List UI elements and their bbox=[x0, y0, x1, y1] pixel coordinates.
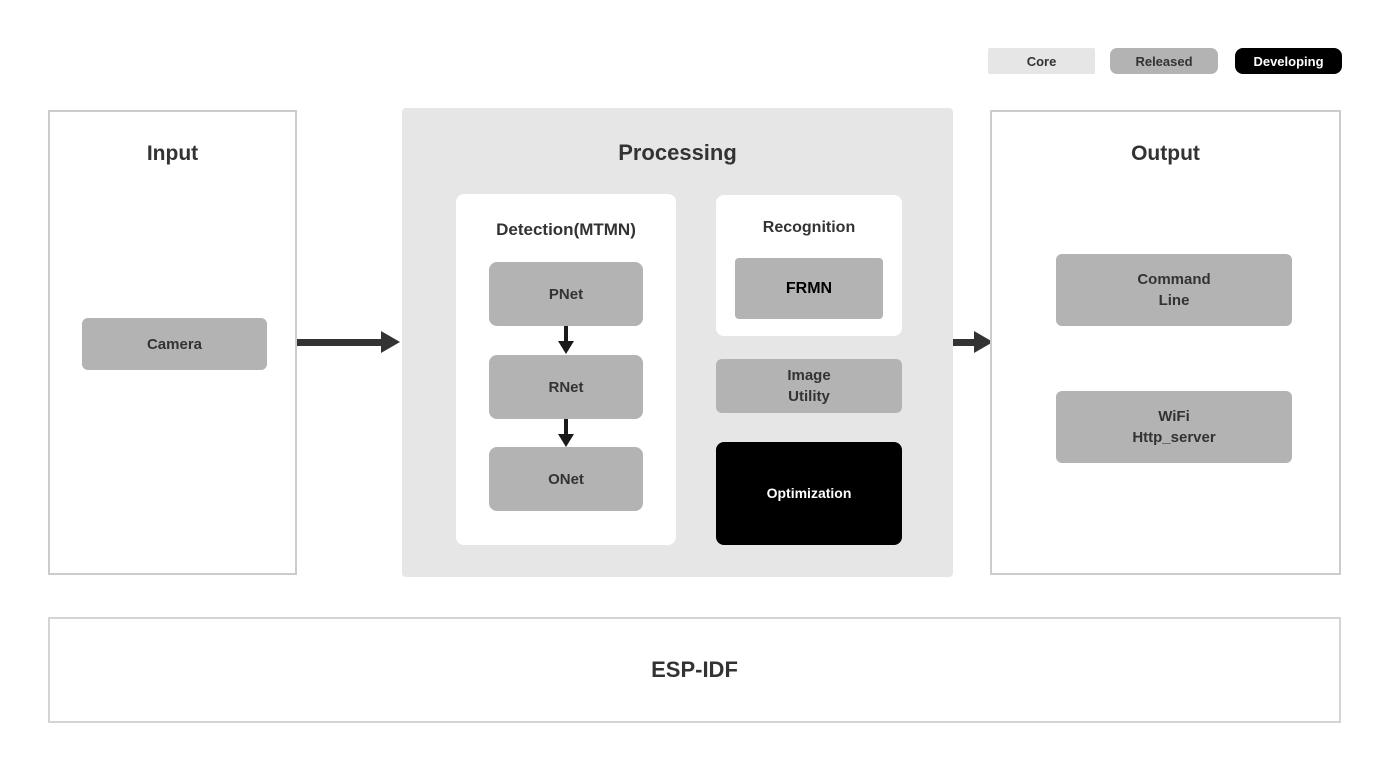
detection-box: Detection(MTMN) PNet RNet ONet bbox=[456, 194, 676, 545]
rnet-node: RNet bbox=[489, 355, 643, 419]
frmn-label: FRMN bbox=[785, 280, 833, 297]
frmn-node: FRMN bbox=[735, 258, 883, 319]
arrow-head-icon bbox=[974, 331, 993, 353]
camera-node: Camera bbox=[82, 318, 267, 370]
legend-developing-label: Developing bbox=[1253, 53, 1324, 69]
arrow-line bbox=[564, 419, 568, 436]
legend-released-badge: Released bbox=[1110, 48, 1218, 74]
arrow-line bbox=[564, 326, 568, 343]
command-line-node: Command Line bbox=[1056, 254, 1292, 326]
pnet-label: PNet bbox=[548, 285, 584, 303]
image-utility-node: Image Utility bbox=[716, 359, 902, 413]
legend-core-label: Core bbox=[1026, 53, 1057, 69]
arrow-line bbox=[953, 339, 976, 346]
arrow-head-icon bbox=[558, 341, 574, 354]
esp-idf-label: ESP-IDF bbox=[651, 657, 738, 682]
arrow-head-icon bbox=[558, 434, 574, 447]
legend-released-label: Released bbox=[1135, 53, 1193, 69]
input-panel: Input Camera bbox=[48, 110, 297, 575]
command-line-label: Command Line bbox=[1137, 271, 1211, 309]
onet-label: ONet bbox=[548, 470, 584, 488]
output-panel: Output Command Line WiFi Http_server bbox=[990, 110, 1341, 575]
arrow-head-icon bbox=[381, 331, 400, 353]
recognition-box: Recognition FRMN bbox=[716, 195, 902, 336]
processing-panel: Processing Detection(MTMN) PNet RNet ONe… bbox=[402, 108, 953, 577]
pnet-node: PNet bbox=[489, 262, 643, 326]
input-title: Input bbox=[146, 142, 199, 165]
rnet-label: RNet bbox=[548, 378, 584, 396]
output-title: Output bbox=[1131, 142, 1200, 165]
legend-developing-badge: Developing bbox=[1235, 48, 1342, 74]
recognition-title: Recognition bbox=[762, 219, 856, 236]
wifi-http-server-node: WiFi Http_server bbox=[1056, 391, 1292, 463]
processing-title: Processing bbox=[618, 140, 737, 165]
detection-title: Detection(MTMN) bbox=[496, 220, 636, 239]
image-utility-label: Image Utility bbox=[787, 367, 831, 405]
esp-idf-panel: ESP-IDF bbox=[48, 617, 1341, 723]
camera-label: Camera bbox=[146, 335, 203, 353]
wifi-http-server-label: WiFi Http_server bbox=[1132, 408, 1216, 446]
optimization-node: Optimization bbox=[716, 442, 902, 545]
optimization-label: Optimization bbox=[766, 485, 852, 501]
onet-node: ONet bbox=[489, 447, 643, 511]
arrow-line bbox=[297, 339, 383, 346]
legend-core-badge: Core bbox=[988, 48, 1095, 74]
